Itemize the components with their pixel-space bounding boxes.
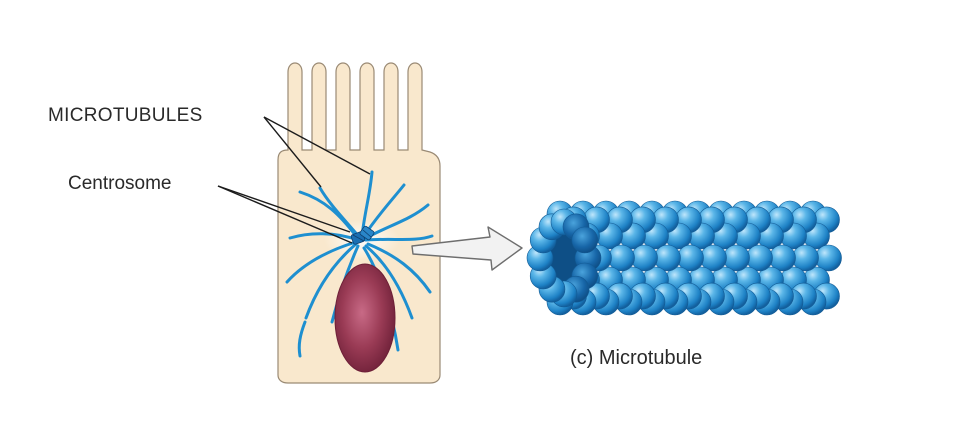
microtubule-caption: (c) Microtubule: [570, 347, 703, 369]
microtubule-strand: [364, 234, 434, 242]
microtubule-strand: [285, 240, 358, 284]
leader-line: [263, 116, 322, 188]
enlarge-arrow-icon: [411, 226, 523, 271]
tubulin-subunit: [571, 226, 599, 254]
microtubule-strand: [298, 190, 358, 238]
microtubule-cylinder: [526, 200, 842, 316]
microtubule-strand: [304, 242, 358, 320]
nucleus: [334, 263, 396, 373]
centrosome: [350, 225, 375, 245]
leader-line: [217, 185, 351, 233]
microtubule-strand: [364, 244, 414, 320]
leader-line: [217, 185, 353, 244]
microtubules-leader-lines: [263, 116, 371, 188]
leader-line: [263, 116, 371, 175]
microtubule-open-end: [526, 208, 602, 308]
microtubule-strand: [366, 242, 432, 294]
microtubule-strand: [297, 320, 307, 358]
centrosome-label: Centrosome: [68, 173, 172, 194]
microtubules-label: MICROTUBULES: [48, 105, 203, 126]
centrosome-leader-lines: [217, 185, 353, 244]
